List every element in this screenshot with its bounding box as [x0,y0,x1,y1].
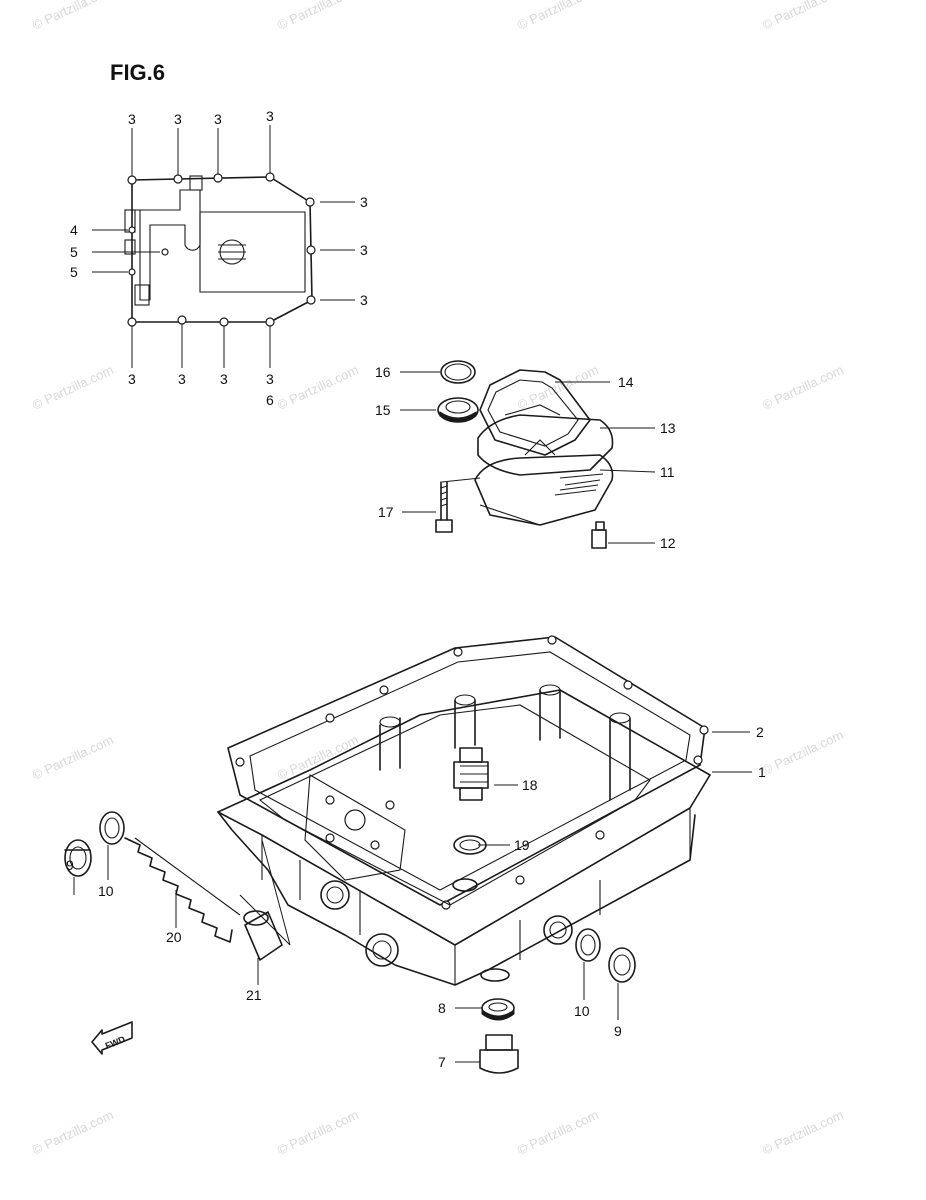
callout-14: 14 [618,374,634,390]
callout-17: 17 [378,504,394,520]
watermark-text: © Partzilla.com [275,1107,361,1158]
callouts-oil-pan: 2 1 18 19 9 10 20 21 10 9 8 7 [66,724,766,1070]
relief-valve-parts-left [64,811,291,985]
bolt-pattern-plan-view [92,125,355,368]
callout-3: 3 [360,194,368,210]
watermark-text: © Partzilla.com [275,732,361,783]
callout-3: 3 [360,242,368,258]
fwd-label: FWD [104,1034,127,1051]
drain-plug-assembly [455,998,519,1074]
watermark-layer: © Partzilla.com © Partzilla.com © Partzi… [30,0,846,1158]
watermark-text: © Partzilla.com [275,362,361,413]
watermark-text: © Partzilla.com [760,727,846,778]
callout-3: 3 [178,371,186,387]
callout-3: 3 [214,111,222,127]
callout-3: 3 [220,371,228,387]
callout-16: 16 [375,364,391,380]
callout-4: 4 [70,222,78,238]
callout-5: 5 [70,264,78,280]
oil-strainer-assembly [400,360,656,549]
callout-10: 10 [574,1003,590,1019]
callout-2: 2 [756,724,764,740]
watermark-text: © Partzilla.com [515,0,601,33]
callouts-bolt-3: 3 3 3 3 3 3 3 3 3 3 3 6 4 5 5 [70,108,368,408]
watermark-text: © Partzilla.com [275,0,361,33]
callout-15: 15 [375,402,391,418]
callout-18: 18 [522,777,538,793]
callout-19: 19 [514,837,530,853]
callout-11: 11 [660,464,675,480]
figure-title: FIG.6 [110,60,165,85]
forward-direction-arrow: FWD [91,1021,133,1055]
watermark-text: © Partzilla.com [760,362,846,413]
callout-3: 3 [174,111,182,127]
watermark-text: © Partzilla.com [30,0,116,33]
callout-5: 5 [70,244,78,260]
watermark-text: © Partzilla.com [30,732,116,783]
watermark-text: © Partzilla.com [30,362,116,413]
callout-3: 3 [266,371,274,387]
callout-3: 3 [128,111,136,127]
callout-3: 3 [266,108,274,124]
callout-3: 3 [128,371,136,387]
callout-9: 9 [614,1023,622,1039]
relief-plug-right [575,928,636,1020]
callout-7: 7 [438,1054,446,1070]
watermark-text: © Partzilla.com [515,1107,601,1158]
callout-13: 13 [660,420,676,436]
oil-pan-assembly [217,635,752,986]
watermark-text: © Partzilla.com [515,362,601,413]
callout-6: 6 [266,392,274,408]
oil-pressure-switch [453,747,489,801]
watermark-text: © Partzilla.com [760,0,846,33]
callout-21: 21 [246,987,262,1003]
callout-3: 3 [360,292,368,308]
callout-8: 8 [438,1000,446,1016]
o-ring-19 [453,835,487,855]
watermark-text: © Partzilla.com [30,1107,116,1158]
callout-10: 10 [98,883,114,899]
callout-20: 20 [166,929,182,945]
callout-1: 1 [758,764,766,780]
callout-9: 9 [66,857,74,873]
watermark-text: © Partzilla.com [760,1107,846,1158]
callout-12: 12 [660,535,676,551]
callouts-strainer: 16 15 17 14 13 11 12 [375,364,676,551]
